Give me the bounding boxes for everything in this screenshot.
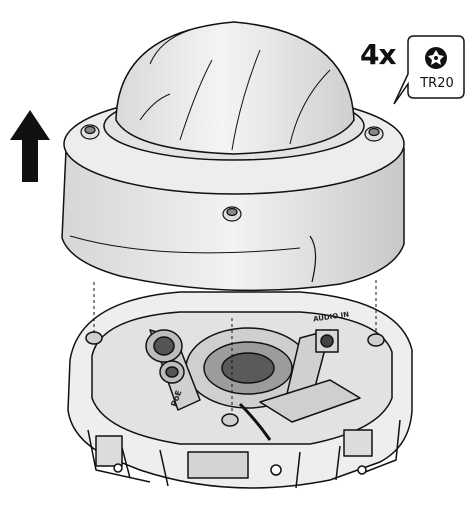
torx-screw-icon [80,124,384,222]
screw-guide-lines [93,280,377,414]
screw-quantity: 4x [360,38,397,71]
dome-cover [61,21,405,292]
arrow-up-icon [10,110,50,182]
torx-size-label: TR20 [420,76,454,91]
camera-base [67,291,413,489]
torx-bit-icon [393,35,465,105]
